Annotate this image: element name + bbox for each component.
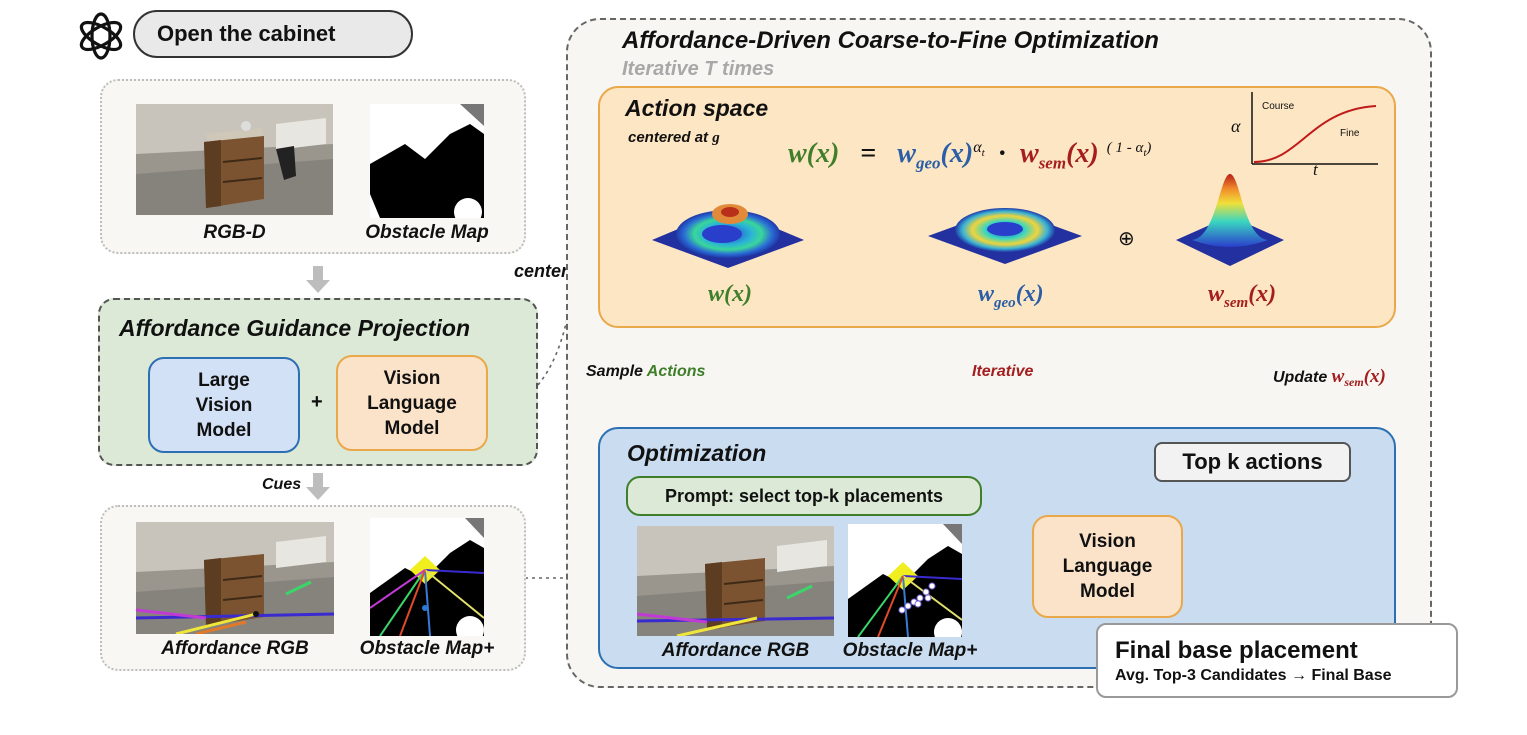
actions-label: Actions <box>646 363 706 380</box>
down-arrow-1 <box>306 266 330 293</box>
opt-affordance-rgb-label: Affordance RGB <box>661 640 810 661</box>
action-space-subtitle-prefix: centered at <box>628 129 713 146</box>
coarse-label: Course <box>1262 101 1295 112</box>
openai-logo-icon <box>74 9 128 63</box>
alpha-schedule-plot <box>1230 90 1380 180</box>
fine-label: Fine <box>1340 128 1360 139</box>
formula-exp-open: ( 1 - <box>1106 139 1136 156</box>
affordance-rgb-label: Affordance RGB <box>161 638 309 659</box>
update-sub: sem <box>1344 375 1364 390</box>
sample-label: Sample <box>586 363 647 380</box>
formula-wsem: w <box>1020 138 1039 169</box>
wsem-label-x: (x) <box>1248 281 1277 307</box>
formula-exp-close: ) <box>1146 139 1152 156</box>
formula-t-1: t <box>981 146 985 159</box>
opt-obstacle-map-plus-label: Obstacle Map+ <box>842 640 978 661</box>
obstacle-map-label: Obstacle Map <box>365 222 489 243</box>
cues-label: Cues <box>262 476 302 493</box>
final-placement-box <box>1096 623 1458 698</box>
down-arrow-2 <box>306 473 330 500</box>
vlm-line-2: Language <box>367 392 457 414</box>
obstacle-map-plus-label: Obstacle Map+ <box>359 638 495 659</box>
formula-dot: · <box>997 138 1007 169</box>
final-placement-subtitle: Avg. Top-3 Candidates → Final Base <box>1115 667 1392 684</box>
formula-wgeo: w <box>897 138 916 169</box>
obstacle-map-plus-image <box>370 518 484 636</box>
task-prompt-pill: Open the cabinet <box>133 10 413 58</box>
agp-title: Affordance Guidance Projection <box>119 315 471 341</box>
wsem-label: wsem(x) <box>1208 281 1276 312</box>
formula-t-2: t <box>1143 146 1147 159</box>
update-label: Update wsem(x) <box>1273 366 1386 390</box>
formula-geo-x: (x) <box>940 138 974 169</box>
sample-actions-label: Sample Actions <box>586 363 705 381</box>
wsem-label-sub: sem <box>1224 294 1249 311</box>
wsem-label-main: w <box>1208 281 1225 307</box>
wgeo-surface-plot <box>928 196 1082 266</box>
optimization-title: Optimization <box>627 440 767 466</box>
t-axis-label: t <box>1313 160 1318 179</box>
wgeo-label: wgeo(x) <box>978 281 1044 312</box>
action-space-subtitle: centered at g <box>628 129 720 147</box>
final-placement-title: Final base placement <box>1115 637 1358 664</box>
update-w: w <box>1331 366 1345 387</box>
vlm-line-1: Vision <box>383 367 441 389</box>
outer-title: Affordance-Driven Coarse-to-Fine Optimiz… <box>622 27 1159 54</box>
alpha-axis-label: α <box>1231 116 1241 136</box>
plus-sign: + <box>311 391 323 413</box>
wgeo-label-main: w <box>978 281 995 307</box>
formula-sem-x: (x) <box>1066 138 1099 169</box>
formula-eq: = <box>860 138 877 169</box>
action-space-title: Action space <box>625 95 769 121</box>
opt-vlm-line-2: Language <box>1062 556 1153 577</box>
formula-lhs: w(x) <box>788 138 840 169</box>
obstacle-map-image <box>370 104 484 218</box>
rgbd-image <box>136 104 333 215</box>
wsem-surface-plot <box>1176 170 1284 270</box>
opt-vlm-line-3: Model <box>1080 581 1135 602</box>
wgeo-label-sub: geo <box>994 294 1016 311</box>
task-prompt-text: Open the cabinet <box>157 21 336 46</box>
w-label: w(x) <box>708 281 752 307</box>
lvm-line-3: Model <box>196 419 252 441</box>
oplus-symbol: ⊕ <box>1118 228 1135 250</box>
formula-alpha-2: α <box>1135 139 1144 156</box>
update-text: Update <box>1273 369 1332 386</box>
action-space-subtitle-var: g <box>712 130 720 146</box>
prompt-select-topk: Prompt: select top-k placements <box>626 476 982 516</box>
update-x: (x) <box>1363 366 1386 387</box>
opt-affordance-rgb-image <box>637 526 834 636</box>
lvm-line-2: Vision <box>195 394 253 416</box>
wgeo-label-x: (x) <box>1015 281 1044 307</box>
topk-actions-box: Top k actions <box>1154 442 1351 482</box>
outer-subtitle: Iterative T times <box>622 58 775 80</box>
formula-sem-sub: sem <box>1038 153 1067 173</box>
center-g-prefix: center <box>514 261 574 281</box>
lvm-line-1: Large <box>198 369 250 391</box>
rgbd-label: RGB-D <box>203 222 266 243</box>
weight-formula: w(x) = wgeo(x)αt · wsem(x)( 1 - αt) <box>788 138 1151 174</box>
iterative-label: Iterative <box>972 363 1034 380</box>
opt-vlm-line-1: Vision <box>1079 531 1136 552</box>
formula-geo-sub: geo <box>915 153 941 173</box>
opt-obstacle-map-plus-image <box>848 524 962 637</box>
formula-alpha-1: α <box>973 138 982 156</box>
affordance-rgb-image <box>136 522 334 634</box>
vlm-line-3: Model <box>384 417 440 439</box>
w-surface-plot <box>652 190 804 270</box>
